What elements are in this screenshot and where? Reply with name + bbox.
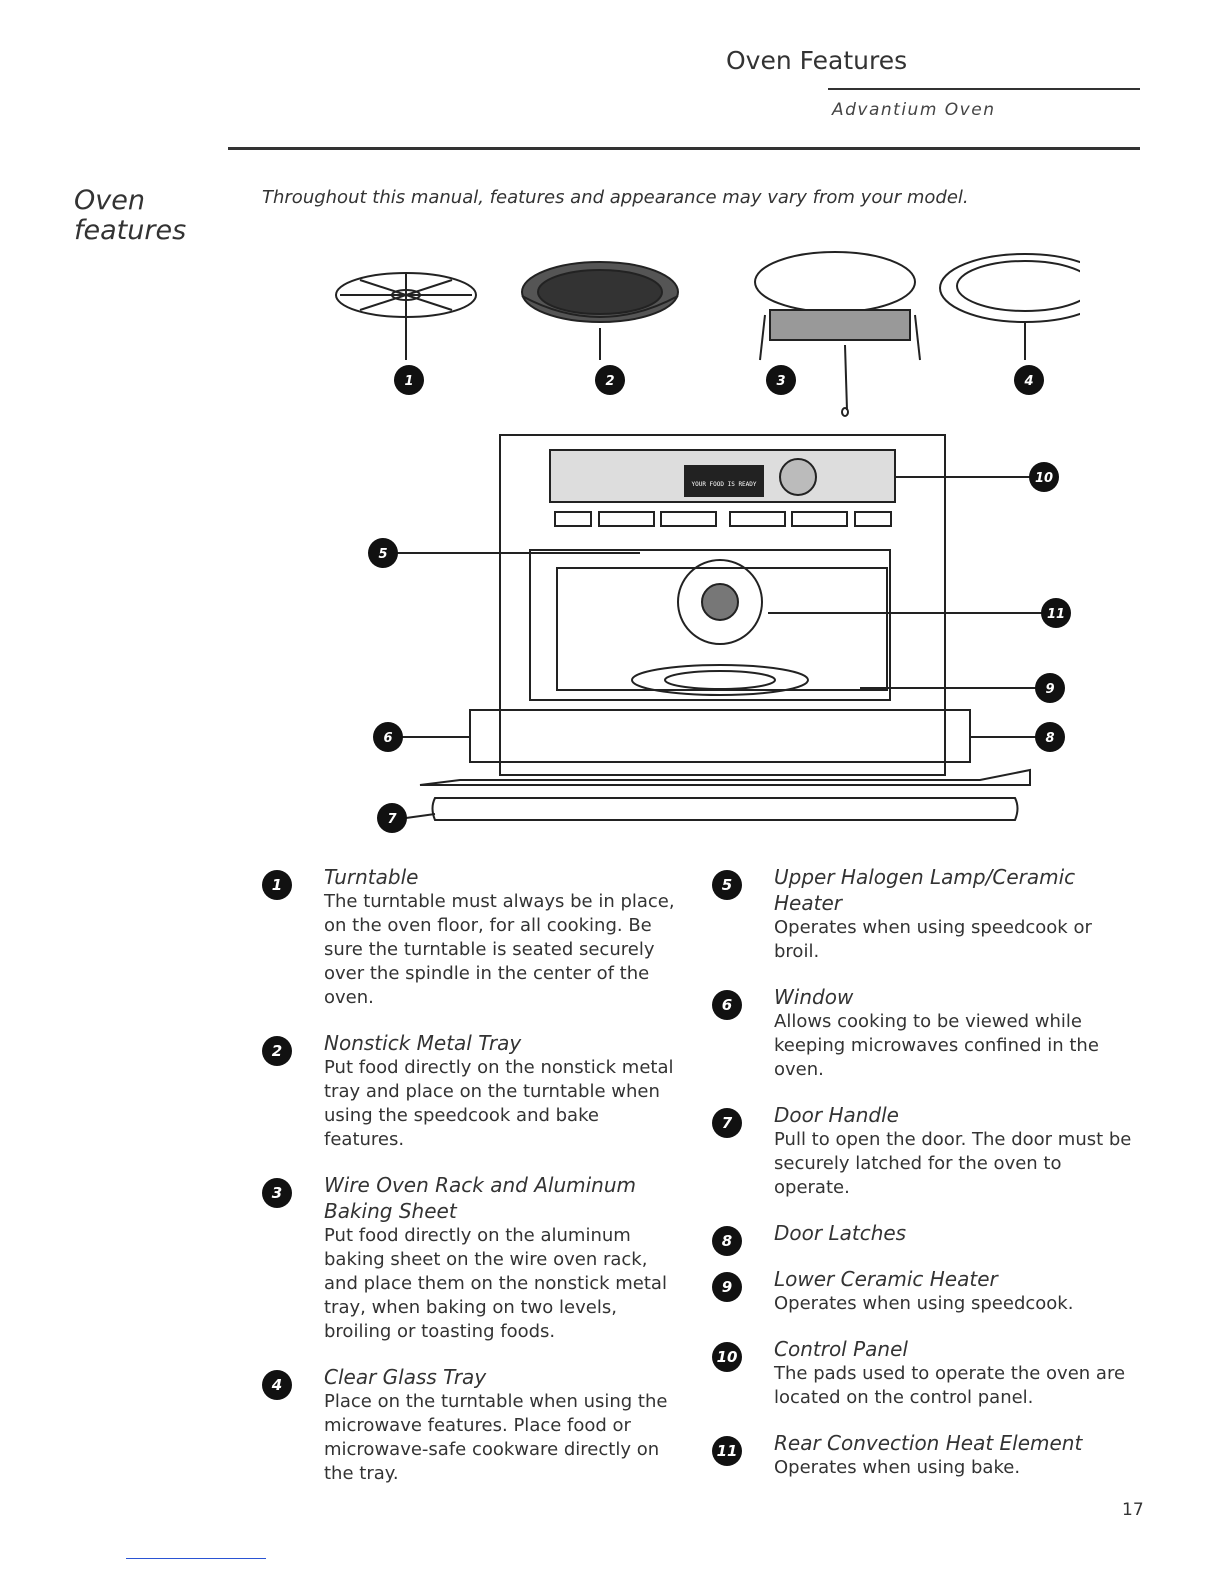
callout-11: 11: [1041, 598, 1071, 628]
section-title: Oven features: [74, 185, 187, 246]
feature-item: 11 Rear Convection Heat Element Operates…: [712, 1430, 1132, 1480]
svg-text:8: 8: [1045, 731, 1054, 746]
feature-item: 1 Turntable The turntable must always be…: [262, 864, 682, 1010]
feature-title: Upper Halogen Lamp/Ceramic Heater: [774, 865, 1076, 915]
callout-1: 1: [394, 365, 424, 395]
page-title: Oven Features: [726, 46, 908, 75]
feature-text: Put food directly on the nonstick metal …: [324, 1057, 674, 1150]
svg-text:5: 5: [378, 547, 387, 562]
callout-6: 6: [373, 722, 403, 752]
feature-item: 8 Door Latches: [712, 1220, 1132, 1256]
feature-list-left: 1 Turntable The turntable must always be…: [262, 864, 682, 1506]
callout-9: 9: [1035, 673, 1065, 703]
feature-number: 11: [712, 1436, 742, 1466]
feature-text: Operates when using bake.: [774, 1457, 1021, 1478]
svg-text:6: 6: [383, 731, 392, 746]
feature-item: 9 Lower Ceramic Heater Operates when usi…: [712, 1266, 1132, 1316]
feature-title: Rear Convection Heat Element: [774, 1431, 1083, 1455]
feature-text: The pads used to operate the oven are lo…: [774, 1363, 1126, 1408]
feature-title: Clear Glass Tray: [324, 1365, 487, 1389]
feature-title: Nonstick Metal Tray: [324, 1031, 522, 1055]
feature-title: Lower Ceramic Heater: [774, 1267, 998, 1291]
feature-item: 6 Window Allows cooking to be viewed whi…: [712, 984, 1132, 1082]
svg-text:3: 3: [776, 374, 785, 389]
feature-title: Turntable: [324, 865, 419, 889]
feature-item: 5 Upper Halogen Lamp/Ceramic Heater Oper…: [712, 864, 1132, 964]
callout-7: 7: [377, 803, 407, 833]
page-subtitle: Advantium Oven: [832, 100, 996, 120]
callout-8: 8: [1035, 722, 1065, 752]
svg-text:9: 9: [1045, 682, 1054, 697]
page-number: 17: [1122, 1500, 1144, 1520]
feature-number: 1: [262, 870, 292, 900]
intro-text: Throughout this manual, features and app…: [262, 187, 969, 208]
feature-text: The turntable must always be in place, o…: [324, 891, 675, 1008]
feature-number: 5: [712, 870, 742, 900]
feature-number: 4: [262, 1370, 292, 1400]
svg-text:7: 7: [387, 812, 397, 827]
svg-text:4: 4: [1023, 374, 1033, 389]
feature-text: Put food directly on the aluminum baking…: [324, 1225, 667, 1342]
callout-2: 2: [595, 365, 625, 395]
callout-5: 5: [368, 538, 398, 568]
callout-10: 10: [1029, 462, 1059, 492]
svg-text:2: 2: [605, 374, 614, 389]
feature-item: 3 Wire Oven Rack and Aluminum Baking She…: [262, 1172, 682, 1344]
feature-title: Window: [774, 985, 854, 1009]
svg-text:1: 1: [404, 374, 413, 389]
oven-body-drawing: [419, 434, 1031, 821]
feature-title: Control Panel: [774, 1337, 908, 1361]
feature-text: Pull to open the door. The door must be …: [774, 1129, 1132, 1198]
wire-rack-drawing: [754, 251, 921, 417]
svg-text:10: 10: [1035, 471, 1053, 486]
feature-title: Door Handle: [774, 1103, 899, 1127]
header-rule-short: [828, 88, 1140, 90]
nonstick-tray-drawing: [521, 261, 679, 360]
svg-text:11: 11: [1047, 607, 1065, 622]
feature-item: 10 Control Panel The pads used to operat…: [712, 1336, 1132, 1410]
feature-number: 2: [262, 1036, 292, 1066]
feature-title: Door Latches: [774, 1221, 907, 1245]
feature-number: 9: [712, 1272, 742, 1302]
feature-number: 3: [262, 1178, 292, 1208]
feature-number: 10: [712, 1342, 742, 1372]
display-text: YOUR FOOD IS READY: [691, 481, 756, 488]
feature-number: 6: [712, 990, 742, 1020]
glass-tray-drawing: [939, 253, 1080, 360]
feature-title: Wire Oven Rack and Aluminum Baking Sheet: [324, 1173, 636, 1223]
feature-text: Place on the turntable when using the mi…: [324, 1391, 668, 1484]
feature-number: 7: [712, 1108, 742, 1138]
feature-number: 8: [712, 1226, 742, 1256]
feature-list-right: 5 Upper Halogen Lamp/Ceramic Heater Oper…: [712, 864, 1132, 1500]
feature-text: Allows cooking to be viewed while keepin…: [774, 1011, 1099, 1080]
callout-4: 4: [1014, 365, 1044, 395]
feature-item: 7 Door Handle Pull to open the door. The…: [712, 1102, 1132, 1200]
oven-diagram: YOUR FOOD IS READY 1 2 3 4 5 6 7 8 9 10 …: [320, 240, 1080, 840]
header-rule: [228, 147, 1140, 150]
feature-text: Operates when using speedcook or broil.: [774, 917, 1092, 962]
footer-link-line: [126, 1558, 266, 1559]
feature-text: Operates when using speedcook.: [774, 1293, 1074, 1314]
callout-3: 3: [766, 365, 796, 395]
feature-item: 4 Clear Glass Tray Place on the turntabl…: [262, 1364, 682, 1486]
turntable-drawing: [335, 272, 477, 360]
feature-item: 2 Nonstick Metal Tray Put food directly …: [262, 1030, 682, 1152]
